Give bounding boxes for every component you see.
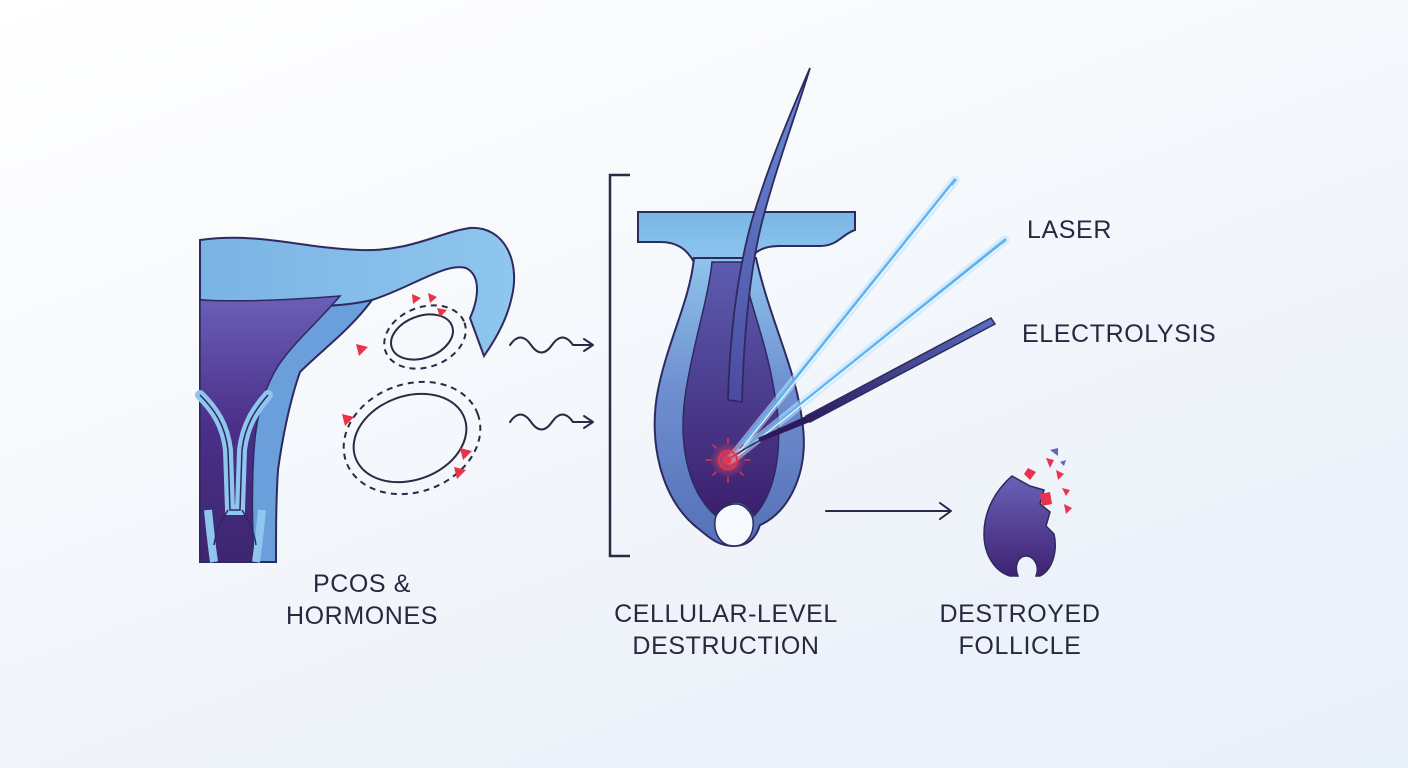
- target-point: [705, 437, 751, 483]
- hair-follicle-illustration: [608, 67, 856, 558]
- pcos-label-line2: HORMONES: [285, 602, 439, 630]
- laser-beams: [725, 175, 1010, 465]
- ovaries-illustration: [342, 304, 482, 496]
- destroyed-follicle-label: DESTROYED FOLLICLE: [920, 598, 1120, 662]
- electrolysis-needle: [729, 317, 997, 459]
- electrolysis-label: ELECTROLYSIS: [1022, 320, 1217, 348]
- uterus-illustration: [195, 226, 516, 563]
- hormone-markers: [342, 293, 472, 479]
- pcos-label-line1: PCOS &: [312, 570, 412, 598]
- cellular-label-line1: CELLULAR-LEVEL: [614, 600, 838, 628]
- destroyed-label-line1: DESTROYED: [939, 600, 1101, 628]
- cellular-destruction-label: CELLULAR-LEVEL DESTRUCTION: [596, 598, 856, 662]
- pcos-hormones-label: PCOS & HORMONES: [262, 568, 462, 632]
- cellular-label-line2: DESTRUCTION: [632, 632, 820, 660]
- laser-label: LASER: [1027, 216, 1112, 244]
- result-arrow: [825, 502, 952, 520]
- destroyed-follicle-illustration: [983, 448, 1072, 577]
- squiggle-arrows: [509, 336, 594, 431]
- destroyed-label-line2: FOLLICLE: [958, 632, 1082, 660]
